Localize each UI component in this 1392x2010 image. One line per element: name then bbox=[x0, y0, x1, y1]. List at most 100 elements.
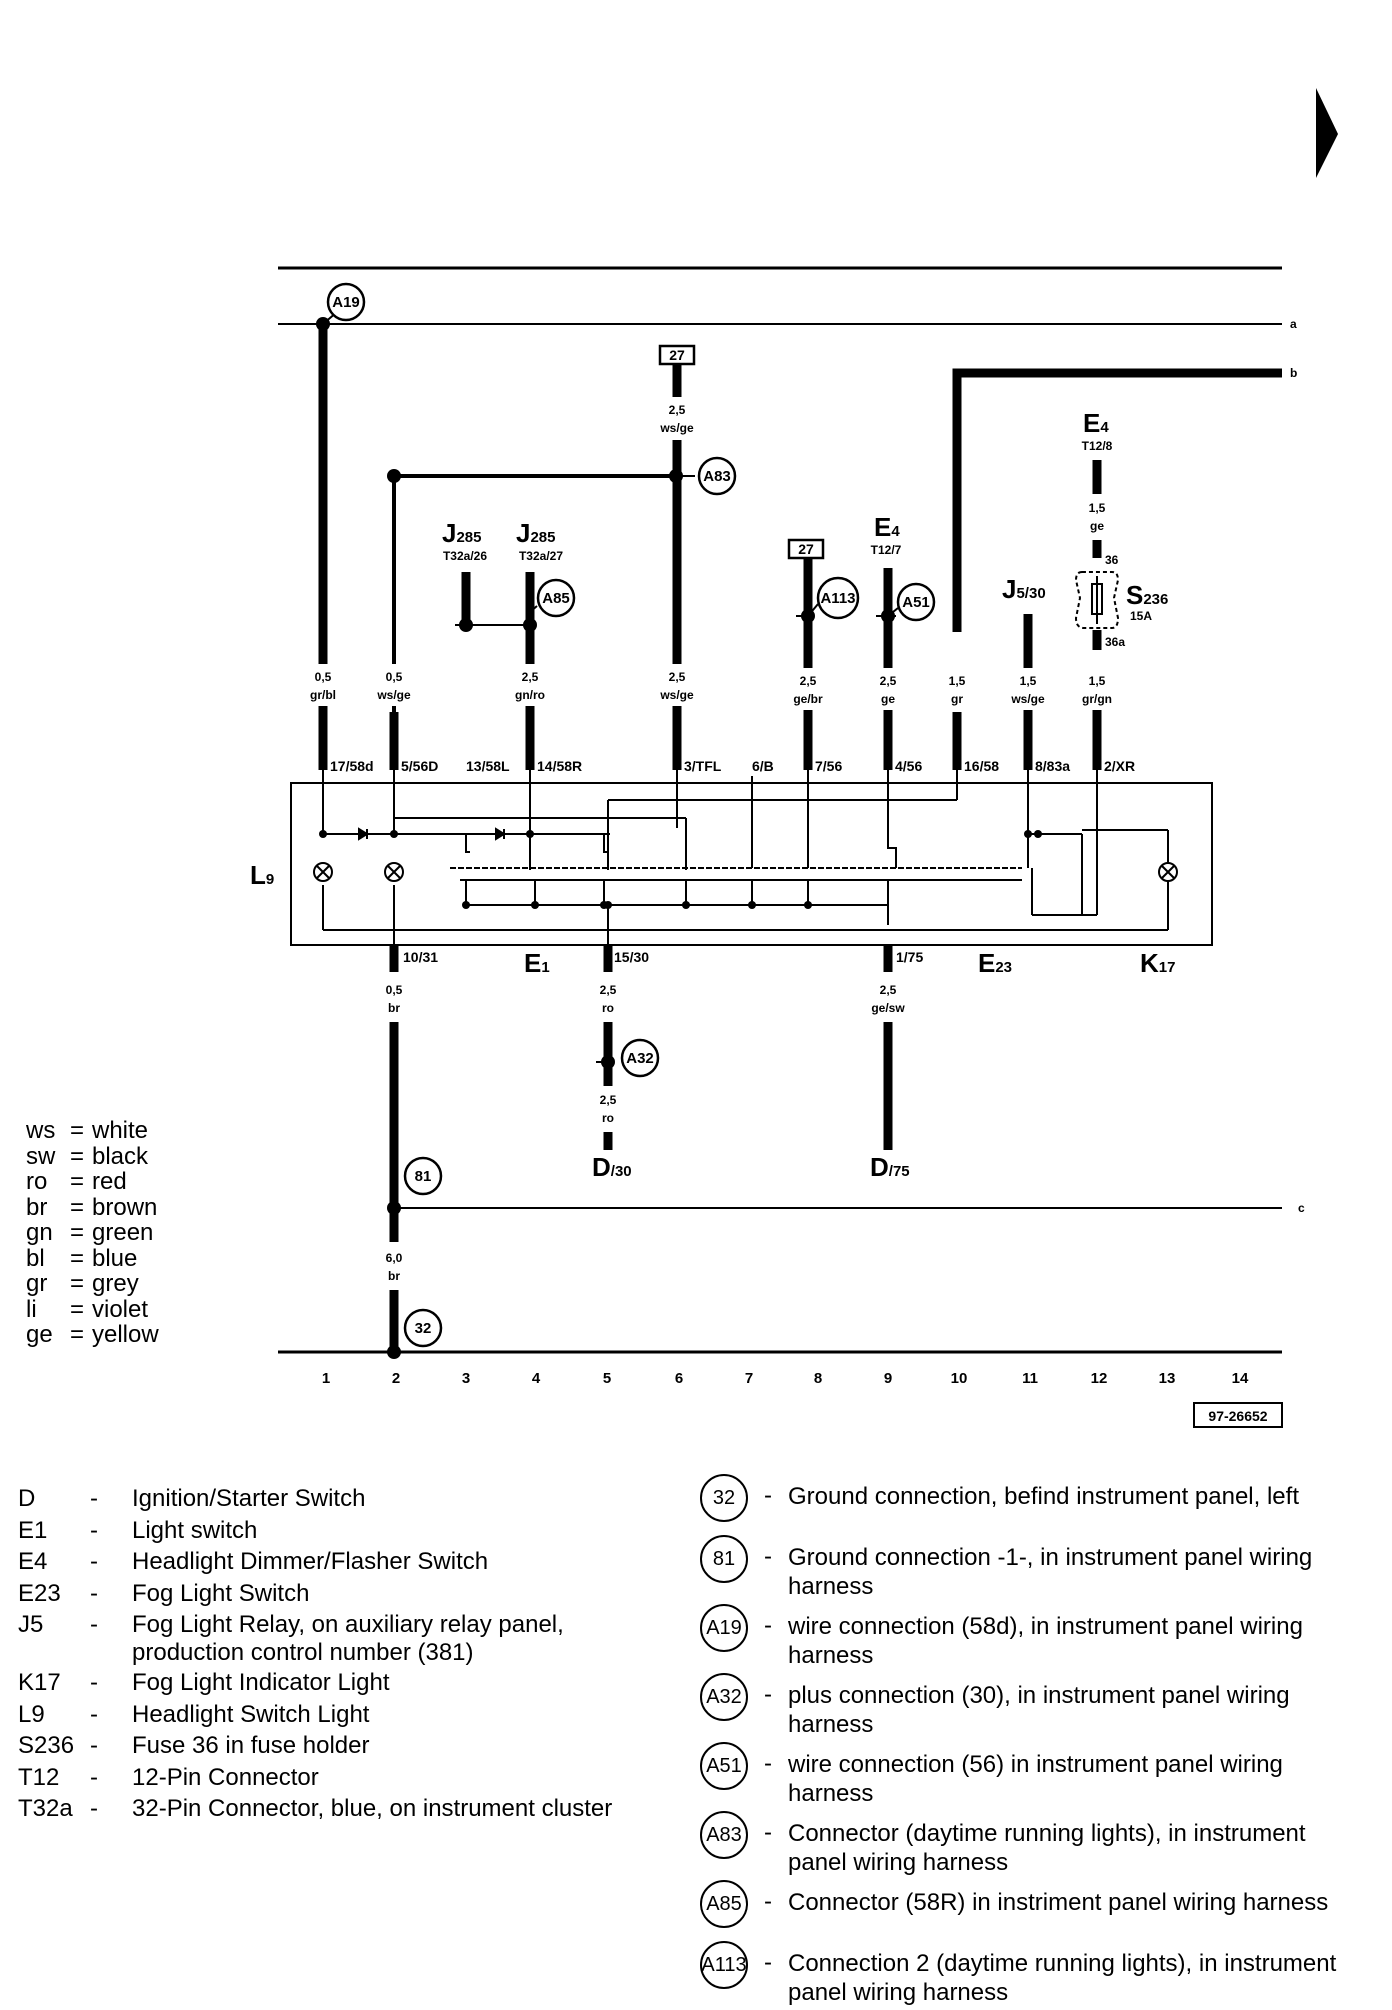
component-d75: D/75 bbox=[870, 1152, 910, 1182]
wire-label-size: 2,5 bbox=[669, 403, 686, 417]
component-desc: 12-Pin Connector bbox=[132, 1763, 319, 1791]
connection-a32 bbox=[620, 1038, 660, 1078]
component-legend-row: D-Ignition/Starter Switch bbox=[18, 1483, 668, 1515]
connection-legend-row: A32-plus connection (30), in instrument … bbox=[700, 1673, 1360, 1739]
component-e4-top-pin: T12/8 bbox=[1082, 439, 1113, 453]
component-k17: K17 bbox=[1140, 948, 1175, 978]
box-27-mid-label: 27 bbox=[798, 541, 814, 557]
legend-dash: - bbox=[90, 1548, 98, 1575]
junction-dot bbox=[601, 1055, 615, 1069]
rail-a-label: a bbox=[1290, 317, 1297, 331]
terminal-labels-bottom: 10/31 15/30 1/75 bbox=[403, 949, 923, 965]
legend-dash: - bbox=[764, 1819, 772, 1846]
wire-label-size: 2,5 bbox=[600, 983, 617, 997]
fog-indicator-lamp-icon bbox=[1158, 862, 1178, 882]
svg-text:7/56: 7/56 bbox=[815, 758, 842, 774]
legend-dash: - bbox=[764, 1543, 772, 1570]
connection-desc: Ground connection -1-, in instrument pan… bbox=[788, 1544, 1313, 1600]
connection-a85 bbox=[536, 578, 576, 618]
connection-desc: wire connection (58d), in instrument pan… bbox=[788, 1613, 1303, 1669]
color-code: li bbox=[26, 1295, 37, 1323]
connection-legend-row: A51-wire connection (56) in instrument p… bbox=[700, 1742, 1360, 1808]
svg-text:0,5: 0,5 bbox=[315, 670, 332, 684]
connection-circle-icon: A83 bbox=[700, 1811, 748, 1859]
connection-legend-row: A83-Connector (daytime running lights), … bbox=[700, 1811, 1360, 1877]
svg-text:16/58: 16/58 bbox=[964, 758, 999, 774]
terminal-labels-top: 17/58d 5/56D 13/58L 14/58R 3/TFL 6/B 7/5… bbox=[330, 758, 1135, 774]
column-numbers: 1 2 3 4 5 6 7 8 9 10 11 12 13 14 bbox=[322, 1370, 1249, 1387]
diagram-code-box bbox=[1193, 1402, 1283, 1428]
component-j285-b: J285 bbox=[516, 518, 556, 548]
component-desc: Ignition/Starter Switch bbox=[132, 1485, 366, 1512]
component-l9: L9 bbox=[250, 860, 274, 890]
svg-text:10/31: 10/31 bbox=[403, 949, 438, 965]
color-name: red bbox=[92, 1168, 127, 1195]
color-code: ws bbox=[26, 1117, 56, 1144]
legend-dash: - bbox=[764, 1949, 772, 1976]
svg-text:1,5: 1,5 bbox=[1020, 674, 1037, 688]
legend-dash: - bbox=[90, 1732, 98, 1759]
component-e1: E1 bbox=[524, 948, 550, 978]
legend-dash: - bbox=[90, 1516, 98, 1544]
component-desc: 32-Pin Connector, blue, on instrument cl… bbox=[132, 1795, 613, 1822]
svg-text:14/58R: 14/58R bbox=[537, 758, 582, 774]
svg-text:4: 4 bbox=[532, 1370, 541, 1387]
svg-text:gn/ro: gn/ro bbox=[515, 688, 545, 702]
color-key-row: gn=green bbox=[26, 1220, 159, 1246]
legend-dash: - bbox=[764, 1750, 772, 1777]
wire-label-size: 0,5 bbox=[386, 983, 403, 997]
component-code: J5 bbox=[18, 1611, 44, 1638]
fuse-pin-out: 36a bbox=[1105, 635, 1125, 649]
connection-circle-icon: A113 bbox=[700, 1941, 748, 1989]
svg-text:2,5: 2,5 bbox=[522, 670, 539, 684]
component-code: K17 bbox=[18, 1669, 61, 1696]
color-code: gn bbox=[26, 1219, 53, 1246]
wire-label-color: ro bbox=[602, 1001, 614, 1015]
connection-a51 bbox=[896, 582, 936, 622]
svg-text:ge/br: ge/br bbox=[793, 692, 823, 706]
svg-text:5/56D: 5/56D bbox=[401, 758, 438, 774]
svg-text:13: 13 bbox=[1159, 1370, 1176, 1387]
svg-text:3: 3 bbox=[462, 1370, 470, 1387]
component-code: E1 bbox=[18, 1516, 48, 1544]
color-key-row: br=brown bbox=[26, 1194, 159, 1221]
svg-text:1,5: 1,5 bbox=[949, 674, 966, 688]
component-e4-mid-pin: T12/7 bbox=[871, 543, 902, 557]
svg-text:1,5: 1,5 bbox=[1089, 674, 1106, 688]
component-legend-row: T12-12-Pin Connector bbox=[18, 1762, 668, 1794]
wire-label-color: ro bbox=[602, 1111, 614, 1125]
headlight-switch-lamp-icon bbox=[313, 862, 404, 882]
svg-text:ge: ge bbox=[881, 692, 895, 706]
component-s236: S236 bbox=[1126, 580, 1168, 610]
connection-circle-icon: A85 bbox=[700, 1880, 748, 1928]
wire-label-size: 2,5 bbox=[880, 983, 897, 997]
equals-sign: = bbox=[70, 1142, 85, 1170]
svg-text:9: 9 bbox=[884, 1370, 892, 1387]
connection-desc: Connector (58R) in instriment panel wiri… bbox=[788, 1889, 1329, 1916]
component-code: E23 bbox=[18, 1579, 61, 1607]
connection-a19-label: A19 bbox=[332, 294, 360, 311]
svg-text:8/83a: 8/83a bbox=[1035, 758, 1070, 774]
legend-dash: - bbox=[90, 1611, 98, 1638]
color-key-row: gr=grey bbox=[26, 1271, 159, 1297]
svg-text:ws/ge: ws/ge bbox=[1010, 692, 1045, 706]
equals-sign: = bbox=[70, 1219, 85, 1246]
color-name: blue bbox=[92, 1244, 138, 1272]
svg-text:15/30: 15/30 bbox=[614, 949, 649, 965]
junction-dot bbox=[387, 469, 401, 483]
component-desc: Headlight Switch Light bbox=[132, 1700, 370, 1728]
component-j285-a-pin: T32a/26 bbox=[443, 549, 487, 563]
connection-a113-label: A113 bbox=[820, 590, 855, 607]
svg-text:ws/ge: ws/ge bbox=[376, 688, 411, 702]
ground-81-label: 81 bbox=[415, 1168, 432, 1185]
connection-circle-icon: A19 bbox=[700, 1604, 748, 1652]
legend-dash: - bbox=[90, 1795, 98, 1822]
rail-c-label: c bbox=[1298, 1201, 1305, 1215]
svg-text:2,5: 2,5 bbox=[880, 674, 897, 688]
rail-b-label: b bbox=[1290, 366, 1297, 380]
component-legend-row: E1-Light switch bbox=[18, 1515, 668, 1547]
next-page-arrow-icon[interactable] bbox=[1316, 88, 1338, 178]
